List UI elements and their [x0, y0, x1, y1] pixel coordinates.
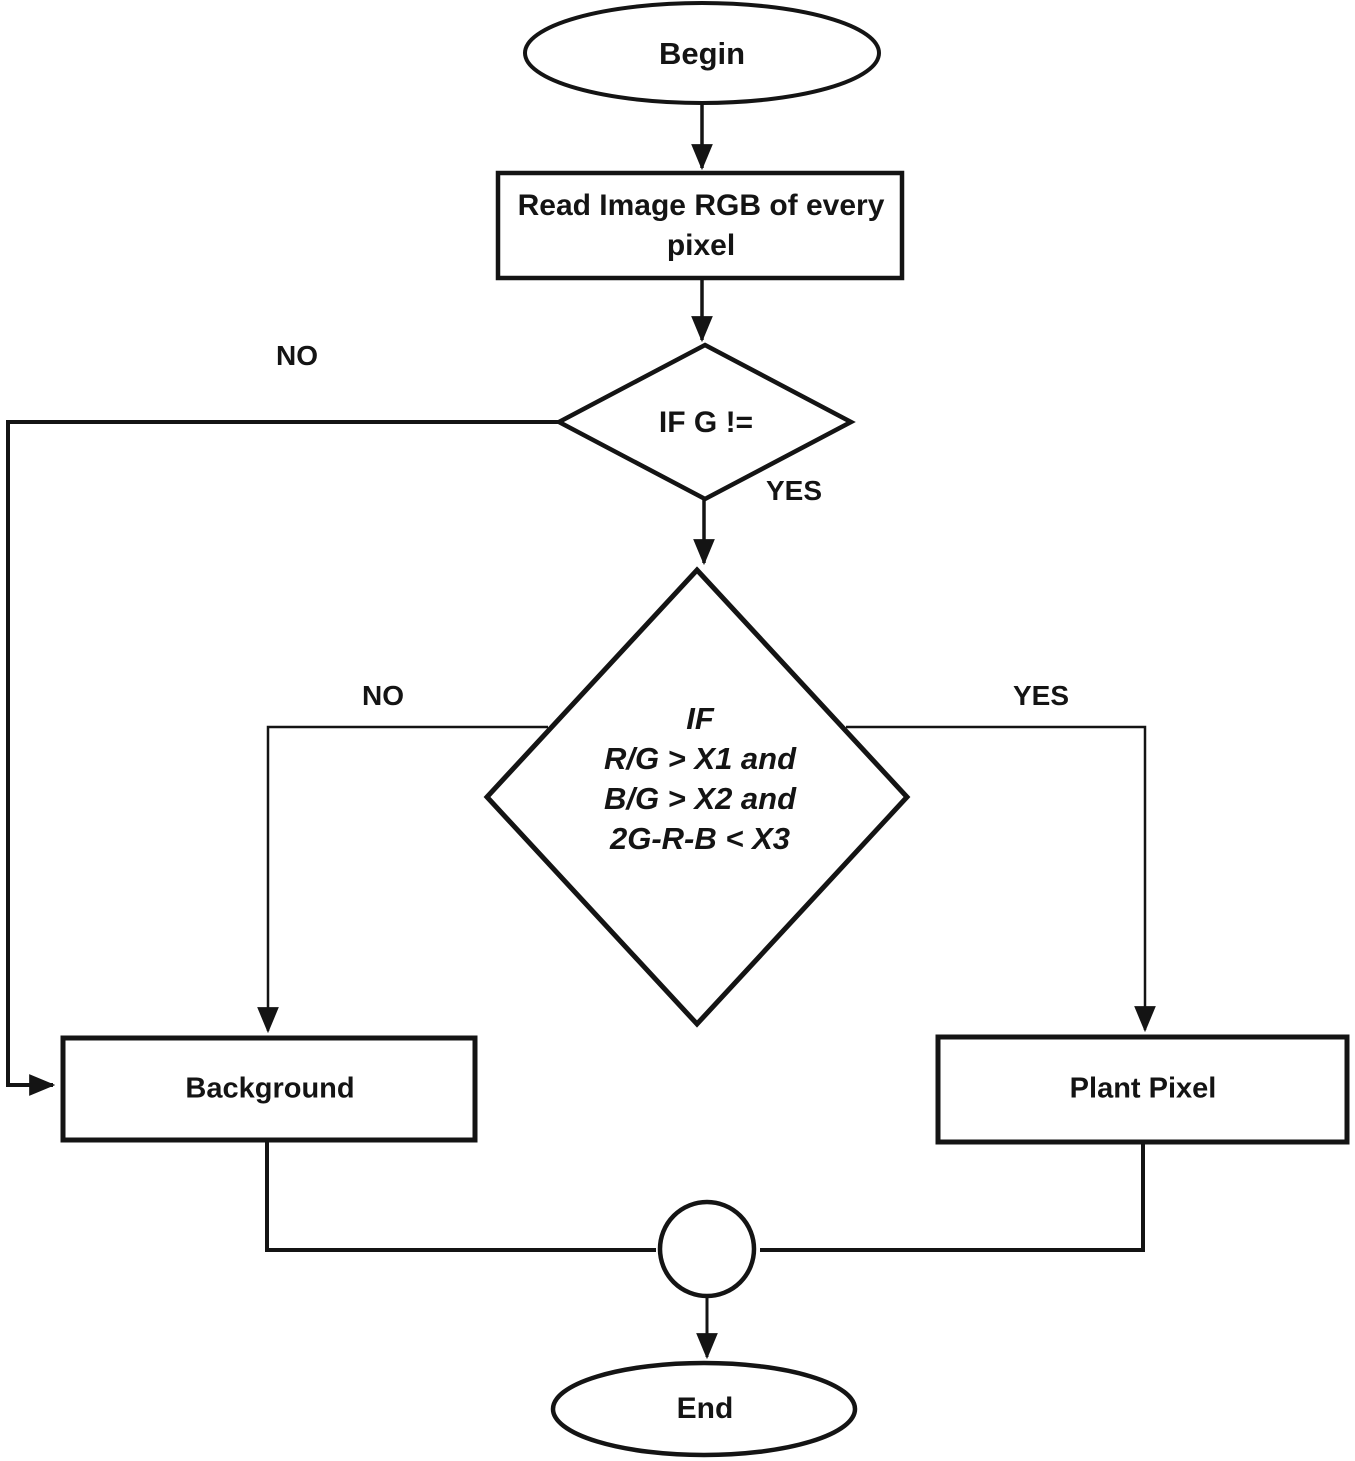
edge-background-to-connector [265, 1140, 656, 1252]
read-pixels-process-shape [495, 170, 905, 281]
decision-rgb-label-line4: 2G-R-B < X3 [609, 821, 791, 856]
junction-circle-shape [657, 1199, 757, 1299]
decision-g-label: IF G != [658, 406, 754, 439]
plant-pixel-process-shape [935, 1034, 1350, 1145]
decision-g-yes-edge-label: YES [765, 475, 823, 506]
decision-g-no-edge-label: NO [276, 340, 318, 371]
decision-rgb-no-edge-label: NO [362, 680, 404, 711]
end-terminator-shape [550, 1360, 858, 1458]
decision-rgb-label-line1: IF [686, 701, 714, 736]
edge-decision-rgb-no-arrow [257, 725, 548, 1034]
edge-decision-g-no-arrow [6, 420, 559, 1096]
edge-plant-to-connector [760, 1142, 1145, 1252]
decision-rgb-label-line2: R/G > X1 and [603, 741, 797, 776]
plant-pixel-label: Plant Pixel [1069, 1072, 1217, 1105]
edge-decision-rgb-yes-arrow [846, 725, 1156, 1033]
background-label: Background [185, 1072, 355, 1105]
decision-rgb-yes-edge-label: YES [1012, 680, 1070, 711]
read-pixels-label: Read Image RGB of every pixel [517, 189, 885, 262]
decision-rgb-label: IF R/G > X1 and B/G > X2 and 2G-R-B < X3 [604, 699, 796, 859]
decision-rgb-label-line3: B/G > X2 and [603, 781, 797, 816]
begin-label: Begin [658, 36, 746, 71]
decision-rgb-diamond-shape [483, 566, 911, 1028]
end-label: End [676, 1392, 734, 1425]
